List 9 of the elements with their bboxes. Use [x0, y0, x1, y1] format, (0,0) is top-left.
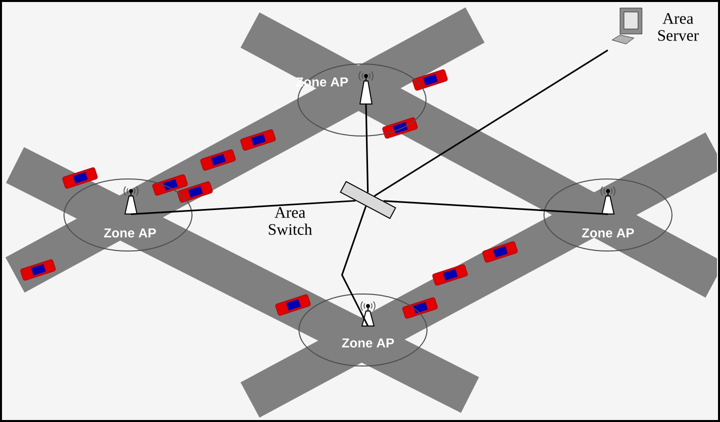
network-cable — [374, 50, 608, 197]
network-cable — [384, 200, 608, 215]
network-cable — [365, 104, 369, 193]
network-cable — [341, 206, 369, 327]
antenna-icon — [358, 71, 374, 104]
antenna-icon — [124, 186, 138, 214]
network-cable — [130, 200, 356, 215]
antenna-icon — [600, 186, 616, 214]
antenna-icon — [360, 301, 376, 326]
